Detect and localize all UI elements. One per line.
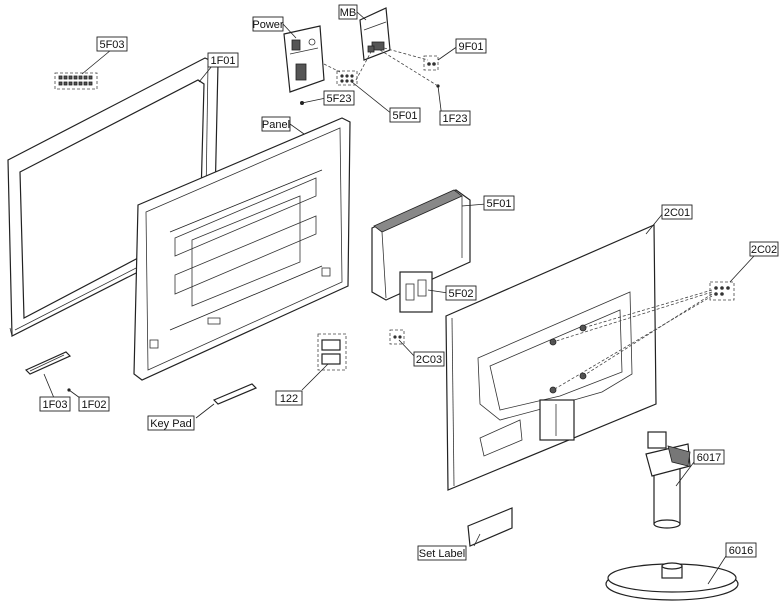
- label-6016: 6016: [729, 545, 753, 557]
- callout-1f01: 1F01: [207, 52, 239, 68]
- callout-5f23: 5F23: [323, 90, 355, 106]
- callout-setlabel: Set Label: [417, 545, 467, 561]
- callout-1f02: 1F02: [78, 396, 110, 412]
- main-board-part: [359, 7, 391, 61]
- leader-lines: [43, 11, 755, 585]
- label-power: Power: [252, 19, 284, 31]
- label-mb: MB: [340, 7, 357, 19]
- vesa-screws-part: [709, 281, 735, 301]
- lcd-panel-part: [133, 117, 351, 381]
- mb-screws-part: [423, 55, 440, 88]
- label-keypad: Key Pad: [150, 418, 192, 430]
- key-pad-part: [212, 383, 258, 405]
- label-panel: Panel: [262, 119, 290, 131]
- callout-keypad: Key Pad: [147, 415, 195, 431]
- callout-122: 122: [275, 390, 303, 406]
- label-5f01-shield: 5F01: [486, 198, 511, 210]
- callout-5f03: 5F03: [96, 36, 128, 52]
- callout-5f01-shield: 5F01: [483, 195, 515, 211]
- label-2c01: 2C01: [664, 207, 690, 219]
- callout-2c01: 2C01: [661, 204, 693, 220]
- label-5f23: 5F23: [326, 93, 351, 105]
- callout-5f02: 5F02: [445, 285, 477, 301]
- bezel-clip-strip-part: [54, 72, 98, 90]
- label-2c02: 2C02: [751, 244, 777, 256]
- foam-pads-part: [317, 333, 347, 371]
- label-6017: 6017: [697, 452, 721, 464]
- rear-cover-part: [445, 224, 657, 491]
- label-122: 122: [280, 393, 298, 405]
- callout-5f01-top: 5F01: [389, 107, 421, 123]
- label-1f01: 1F01: [210, 55, 235, 67]
- callout-9f01: 9F01: [455, 38, 487, 54]
- front-bezel-part: [7, 57, 219, 337]
- set-label-sticker-part: [467, 507, 513, 547]
- bezel-logo-bar-part: [24, 351, 72, 392]
- label-1f02: 1F02: [81, 399, 106, 411]
- label-1f23: 1F23: [442, 113, 467, 125]
- label-1f03: 1F03: [42, 399, 67, 411]
- label-5f03: 5F03: [99, 39, 124, 51]
- label-5f01-top: 5F01: [392, 110, 417, 122]
- label-9f01: 9F01: [458, 41, 483, 53]
- stand-neck-part: [645, 431, 691, 529]
- callout-mb: MB: [338, 4, 358, 20]
- stand-base-part: [605, 562, 739, 601]
- label-setlabel: Set Label: [419, 548, 465, 560]
- callout-2c03: 2C03: [413, 351, 445, 367]
- callout-6016: 6016: [725, 542, 757, 558]
- callout-6017: 6017: [693, 449, 725, 465]
- bracket-screw-part: [389, 329, 405, 345]
- callout-1f03: 1F03: [39, 396, 71, 412]
- callout-power: Power: [252, 16, 284, 32]
- main-shield-part: [371, 189, 471, 313]
- callout-1f23: 1F23: [439, 110, 471, 126]
- screw-cluster-part: [336, 70, 358, 86]
- label-2c03: 2C03: [416, 354, 442, 366]
- label-5f02: 5F02: [448, 288, 473, 300]
- power-board-part: [283, 25, 325, 105]
- callout-panel: Panel: [261, 116, 291, 132]
- callout-2c02: 2C02: [749, 241, 779, 257]
